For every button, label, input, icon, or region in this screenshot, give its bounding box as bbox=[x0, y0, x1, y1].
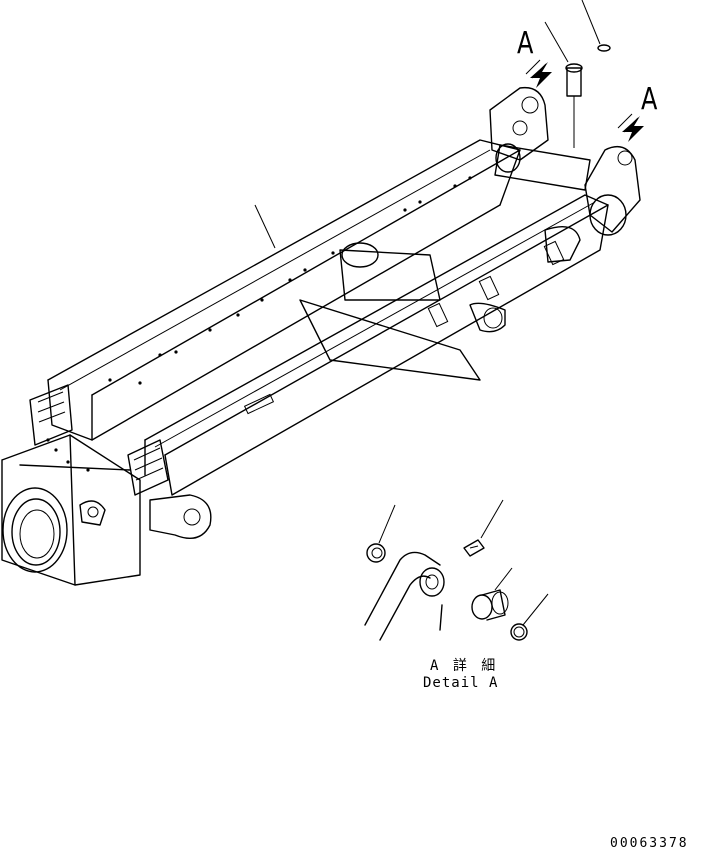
center-bracket bbox=[299, 299, 481, 381]
front-lug-left bbox=[489, 86, 549, 161]
rear-bore bbox=[2, 487, 68, 573]
detail-title-en: Detail A bbox=[423, 675, 499, 691]
detail-a-view bbox=[364, 499, 549, 641]
side-lug bbox=[149, 494, 212, 539]
boom-frame bbox=[1, 0, 641, 586]
callout-label-a-left: A bbox=[517, 26, 534, 61]
drawing-number: 00063378 bbox=[610, 836, 689, 851]
detail-title-jp: A 詳 細 bbox=[430, 658, 499, 674]
callout-label-a-right: A bbox=[641, 82, 658, 117]
front-lug-right bbox=[584, 146, 641, 233]
view-direction-arrow-icon bbox=[525, 59, 644, 142]
rear-bracket-left bbox=[29, 384, 73, 446]
rear-bracket-right bbox=[127, 439, 169, 496]
rivet-holes bbox=[46, 176, 472, 472]
